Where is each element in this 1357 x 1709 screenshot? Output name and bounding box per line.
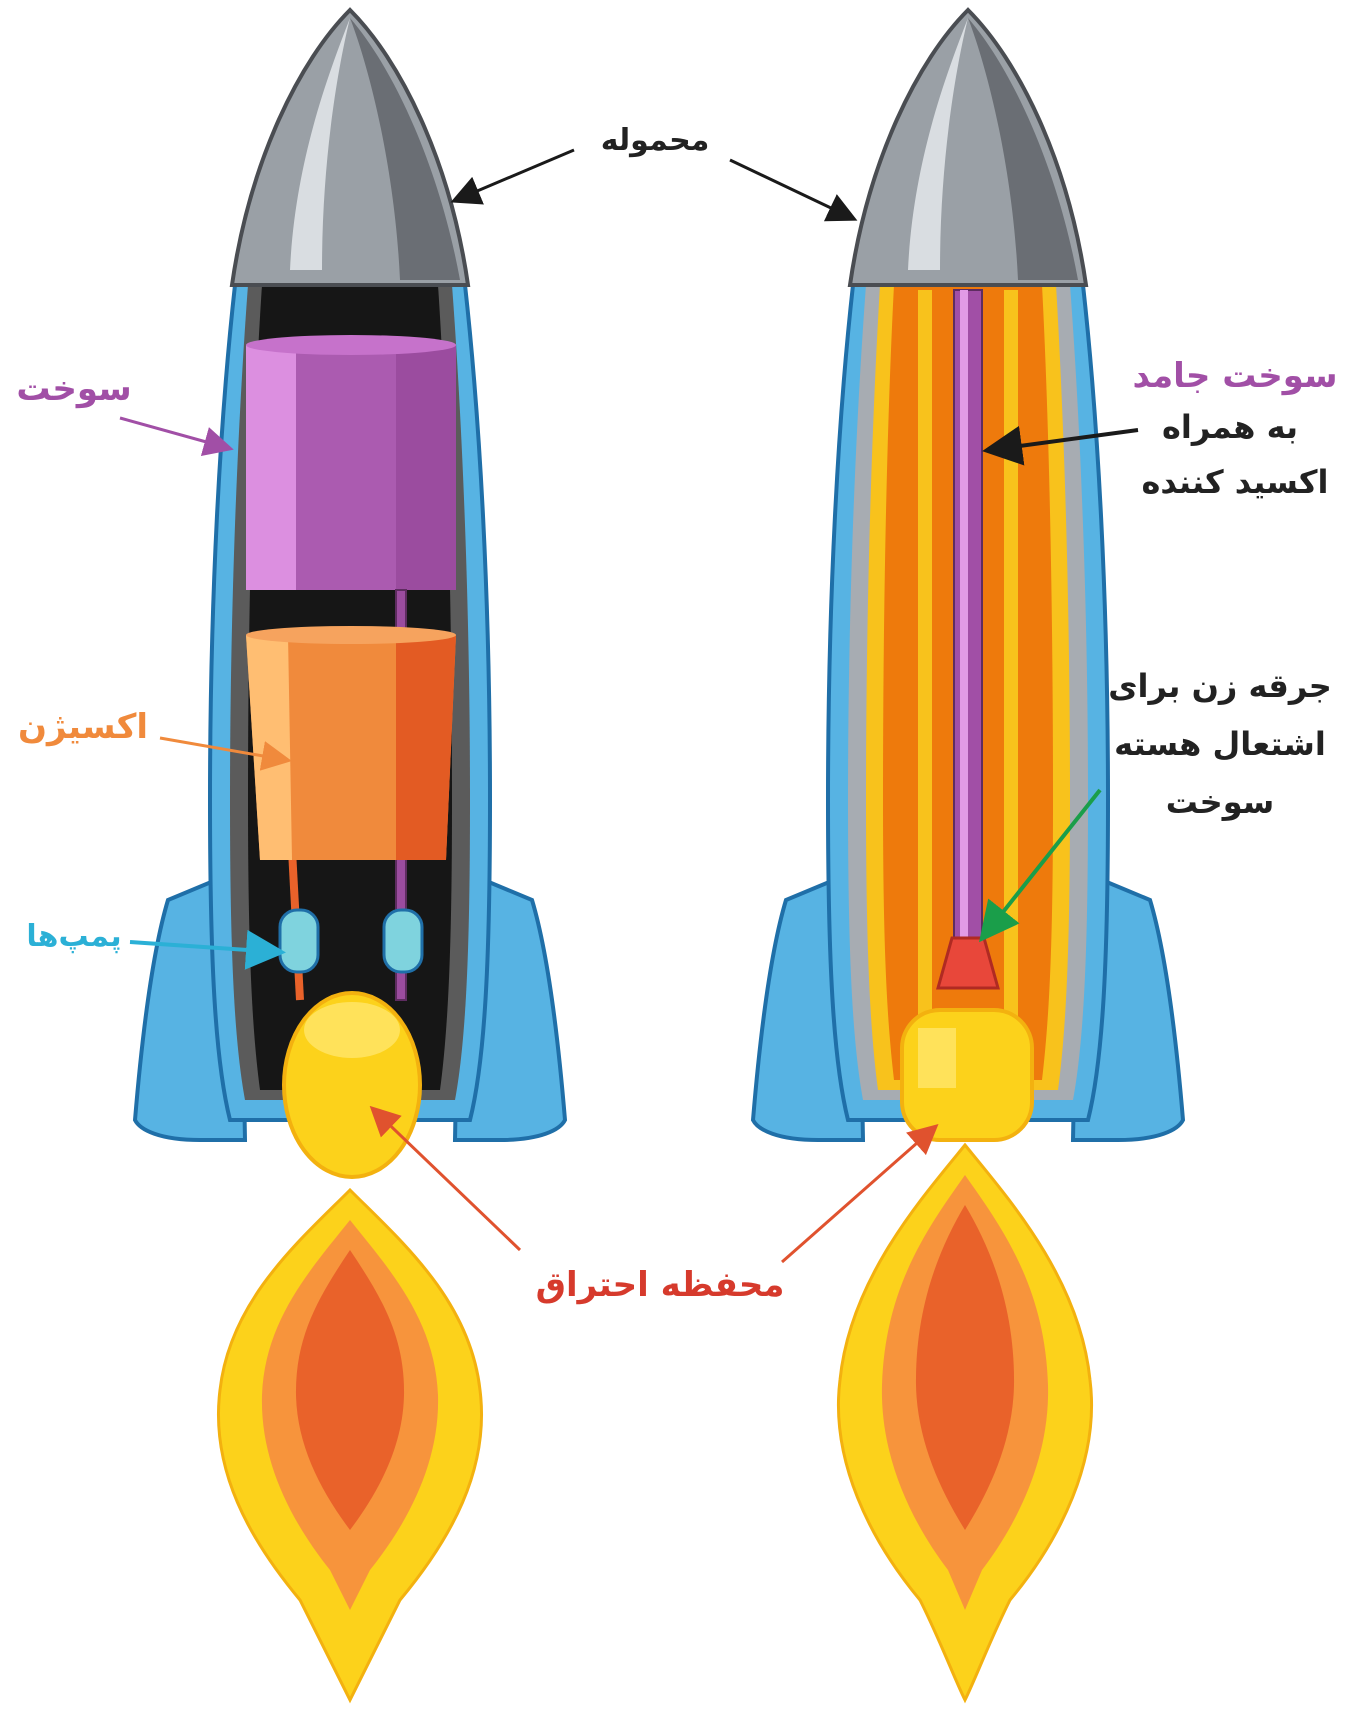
right-flame [838,1145,1091,1700]
oxygen-tank [246,626,456,860]
solid-fuel-rocket [753,10,1183,1700]
combustion-chamber-label: محفظه احتراق [530,1264,790,1307]
left-flame [218,1190,481,1700]
payload-arrow-right [730,160,852,218]
igniter-label-line1: جرقه زن برای [1090,666,1350,706]
payload-arrow-left [456,150,574,200]
fuel-tank [246,335,456,590]
igniter-label-line2: اشتعال هسته [1090,724,1350,764]
pumps-label: پمپ‌ها [14,918,134,956]
fuel-label: سوخت [14,368,134,411]
payload-label: محموله [590,122,720,160]
pump-right [384,910,422,972]
with-oxidizer-line2: اکسید کننده [1120,462,1350,502]
oxygen-label: اکسیژن [8,706,158,749]
liquid-fuel-rocket [135,10,565,1700]
fuel-arrow [120,418,228,448]
solid-fuel-label: سوخت جامد [1120,355,1350,398]
pump-left [280,910,318,972]
igniter-label-line3: سوخت [1130,782,1310,822]
with-oxidizer-line1: به همراه [1145,407,1315,447]
